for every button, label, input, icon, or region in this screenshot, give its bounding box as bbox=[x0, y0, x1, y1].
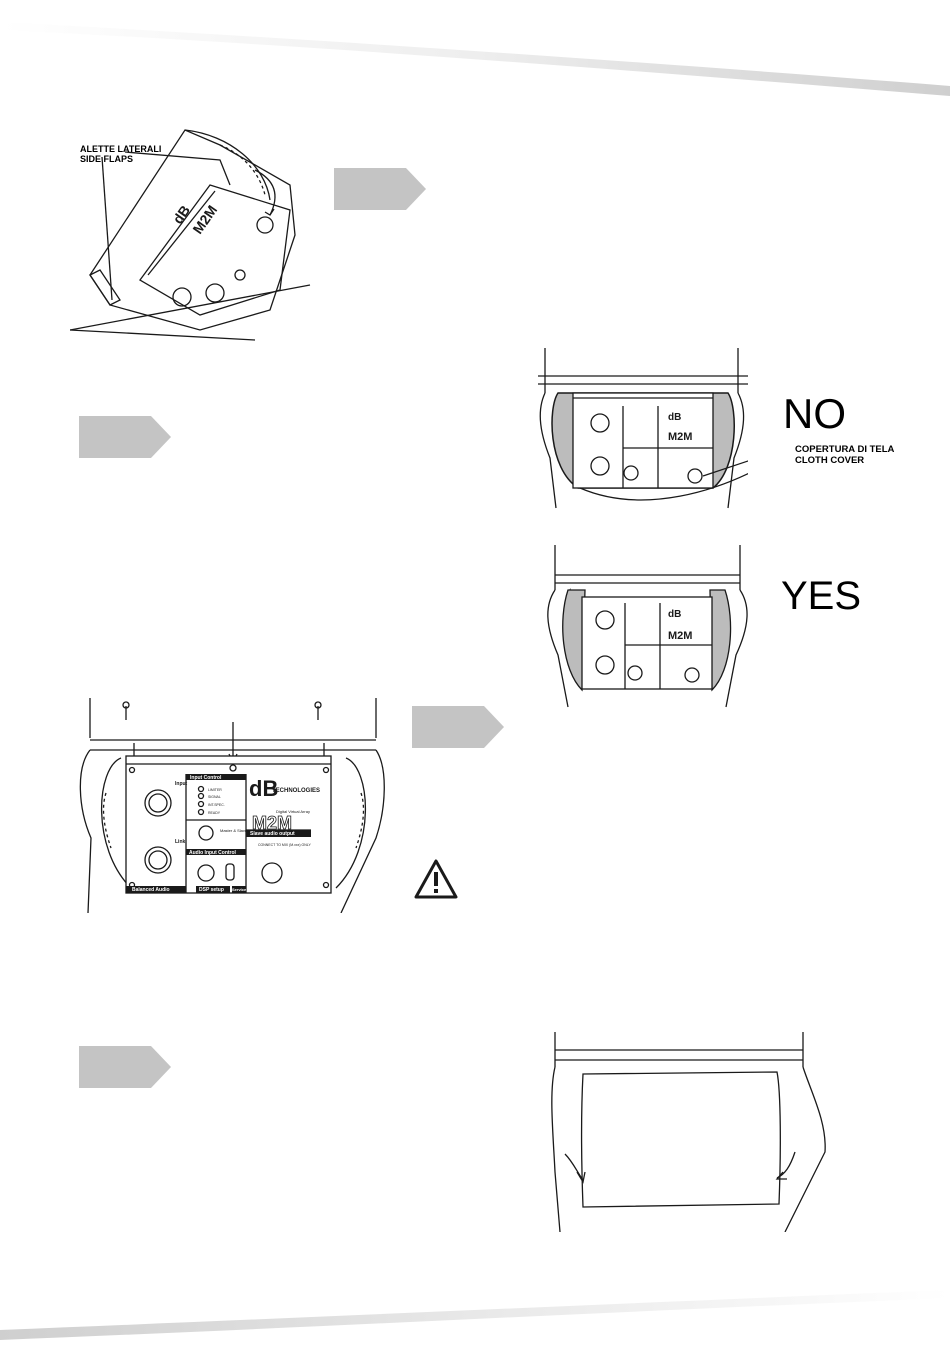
fig3-model: M2M bbox=[668, 630, 692, 642]
fig3-brand: dB bbox=[668, 609, 681, 620]
label-side-flaps-en: SIDE FLAPS bbox=[80, 154, 134, 164]
figure-cover-closed bbox=[551, 1032, 826, 1232]
fig2-model: M2M bbox=[668, 431, 692, 443]
label-cloth-cover-en: CLOTH COVER bbox=[795, 455, 865, 466]
figure-side-flaps: dB M2M bbox=[70, 129, 311, 341]
panel-master-slave: Master & Slave assembly bbox=[220, 828, 265, 833]
fig2-brand: dB bbox=[668, 412, 681, 423]
verdict-no: NO bbox=[783, 390, 846, 437]
label-side-flaps-it: ALETTE LATERALI bbox=[80, 144, 162, 154]
panel-slave-out: Slave audio output bbox=[250, 831, 295, 837]
panel-input: Input bbox=[175, 781, 188, 787]
panel-link: Link bbox=[175, 839, 185, 845]
panel-brand: dB bbox=[249, 776, 278, 801]
panel-led-1: LIMITER bbox=[208, 788, 222, 792]
panel-led-3: INT.SPEC. bbox=[208, 803, 225, 807]
step-arrow-2 bbox=[79, 416, 171, 458]
figure-no: dB M2M bbox=[538, 348, 748, 509]
panel-led-4: READY bbox=[208, 811, 221, 815]
panel-brand-sub: TECHNOLOGIES bbox=[272, 788, 320, 794]
panel-warning: CONNECT TO MIX (M.xxx) ONLY bbox=[258, 843, 311, 847]
panel-model: M2M bbox=[252, 813, 292, 833]
panel-balanced: Balanced Audio bbox=[132, 887, 170, 893]
panel-audio-input-control: Audio Input Control bbox=[189, 850, 237, 856]
panel-led-2: SIGNAL bbox=[208, 795, 221, 799]
warning-icon bbox=[414, 859, 458, 899]
step-arrow-3 bbox=[412, 706, 504, 748]
figure-panel-screws: Input Control Input Link LIMITER SIGNAL … bbox=[79, 698, 385, 913]
verdict-yes: YES bbox=[781, 574, 862, 618]
label-cloth-cover-it: COPERTURA DI TELA bbox=[795, 444, 895, 455]
panel-dsp: DSP setup bbox=[199, 887, 224, 893]
step-arrow-1 bbox=[334, 168, 426, 210]
step-arrow-4 bbox=[79, 1046, 171, 1088]
panel-series: Digital Virtual Array bbox=[276, 809, 310, 814]
panel-service: Service bbox=[232, 887, 247, 892]
figure-yes: dB M2M bbox=[547, 545, 748, 708]
panel-input-control: Input Control bbox=[190, 775, 222, 781]
